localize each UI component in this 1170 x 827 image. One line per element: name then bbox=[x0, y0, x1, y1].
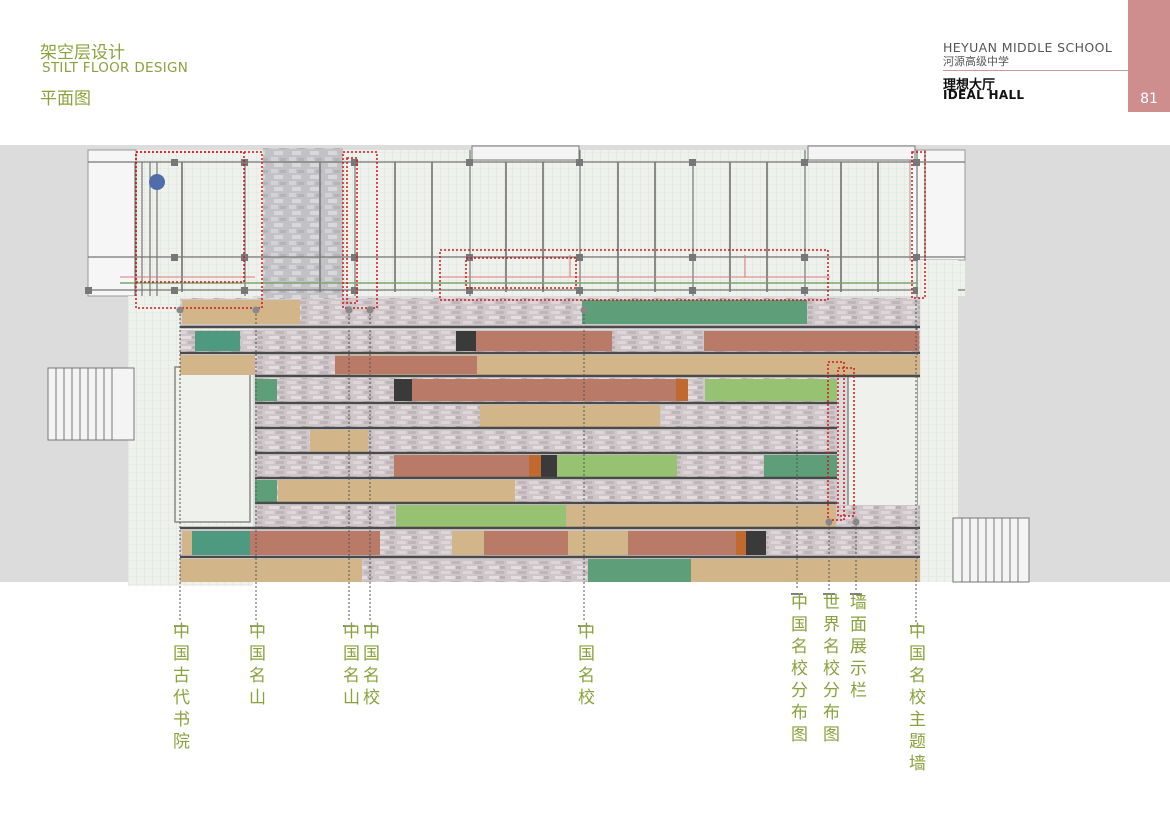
paved-walkway bbox=[263, 148, 343, 298]
callout-label-wall-display: 墙面展示栏 bbox=[846, 593, 866, 703]
school-name-cn: 河源高级中学 bbox=[943, 55, 1009, 68]
callout-markers bbox=[176, 306, 860, 526]
stairs-right bbox=[952, 517, 1030, 583]
upper-corridor bbox=[88, 150, 965, 296]
school-name-en: HEYUAN MIDDLE SCHOOL bbox=[943, 40, 1113, 55]
blue-fixture bbox=[149, 174, 165, 190]
title-cn: 架空层设计 bbox=[40, 43, 125, 63]
corridor-columns bbox=[181, 162, 879, 292]
service-lines bbox=[120, 255, 830, 278]
callout-label-world-school-map: 世界名校分布图 bbox=[819, 593, 839, 747]
left-inner-room bbox=[174, 366, 251, 523]
subtitle-cn: 平面图 bbox=[40, 89, 91, 109]
hall-name-cn: 理想大厅 bbox=[943, 78, 996, 93]
page-number-box: 81 bbox=[1128, 0, 1170, 112]
strip-separators bbox=[180, 325, 920, 559]
stairs-top bbox=[471, 145, 916, 161]
title-en: STILT FLOOR DESIGN bbox=[42, 60, 189, 76]
callout-label-ancient-academy: 中国古代书院 bbox=[169, 622, 189, 754]
right-side-room bbox=[847, 359, 919, 521]
callout-leaders bbox=[179, 300, 917, 622]
header-divider bbox=[943, 70, 1128, 71]
callout-label-famous-schools-2: 中国名校 bbox=[574, 622, 594, 710]
hall-name-en: IDEAL HALL bbox=[943, 88, 1025, 102]
callout-label-famous-mountains-1: 中国名山 bbox=[245, 622, 265, 710]
zone-outlines bbox=[135, 151, 926, 521]
callout-label-theme-wall: 中国名校主题墙 bbox=[905, 622, 925, 776]
callout-ticks bbox=[174, 593, 922, 627]
page-number: 81 bbox=[1140, 91, 1158, 107]
callout-label-famous-mountains-2: 中国名山 bbox=[339, 622, 359, 710]
stairs-left bbox=[47, 367, 135, 441]
callout-label-china-school-map: 中国名校分布图 bbox=[787, 593, 807, 747]
floor-strips bbox=[180, 298, 920, 582]
callout-label-famous-schools-1: 中国名校 bbox=[359, 622, 379, 710]
